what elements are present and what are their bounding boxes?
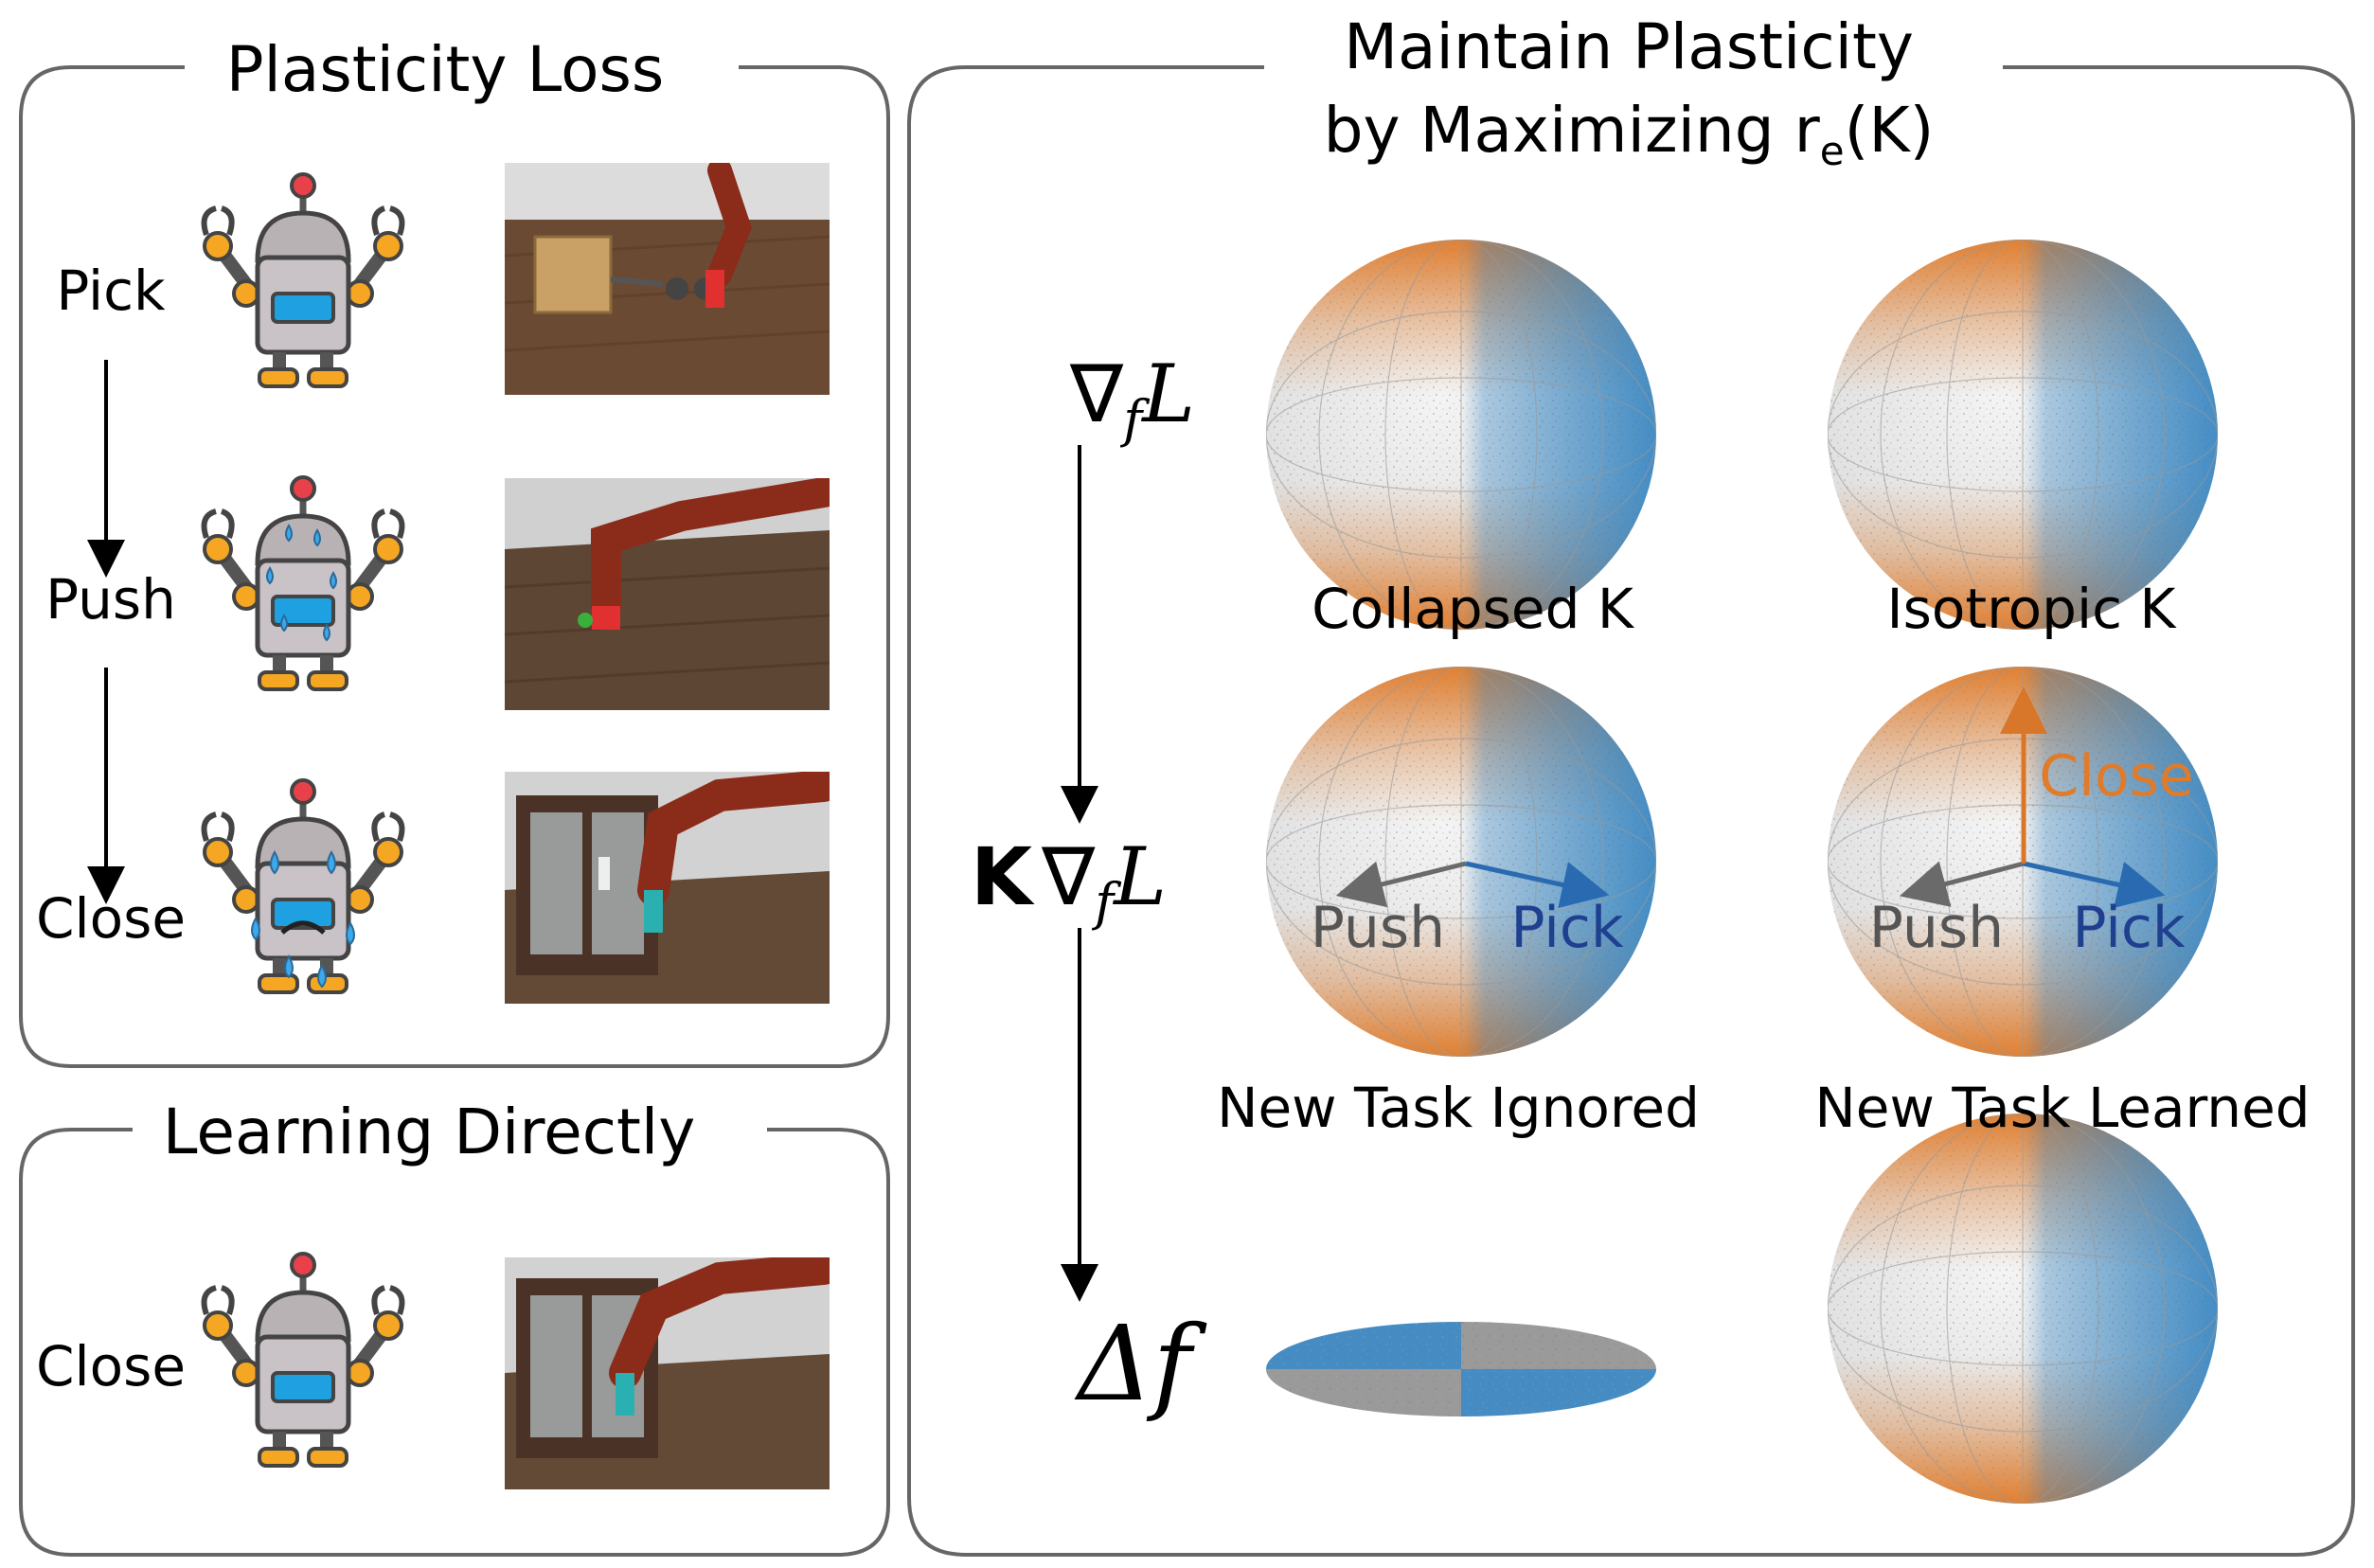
caption-isotropic: Isotropic K [1887, 577, 2178, 641]
sphere-collapsed [1266, 240, 1656, 630]
robot-happy-icon [205, 174, 402, 386]
caption-task-learned: New Task Learned [1814, 1076, 2310, 1140]
panel-title: Plasticity Loss [226, 33, 664, 106]
delta-f-label: Δf [1074, 1303, 1206, 1424]
robot-arm-scene-icon [505, 772, 830, 1004]
sphere-result [1828, 1114, 2218, 1504]
pick-direction-label: Pick [2072, 895, 2186, 961]
kernel-gradient-label: K∇fL [971, 830, 1167, 932]
robot-arm-scene-icon [505, 478, 830, 710]
panel-subtitle: by Maximizing re(K) [1324, 94, 1935, 174]
close-direction-label: Close [2039, 743, 2193, 810]
plasticity-loss-panel: Plasticity Loss Pick Push Close [19, 33, 890, 1068]
robot-arm-scene-icon [505, 163, 830, 395]
task-label-close: Close [36, 886, 186, 951]
robot-happy-icon [205, 1254, 402, 1466]
sphere-isotropic [1828, 240, 2218, 630]
task-label-pick: Pick [56, 258, 166, 323]
caption-task-ignored: New Task Ignored [1217, 1076, 1700, 1140]
caption-collapsed: Collapsed K [1312, 577, 1635, 641]
task-label-close: Close [36, 1334, 186, 1399]
robot-arm-scene-icon [505, 1257, 830, 1489]
collapsed-ellipse [1266, 1322, 1656, 1417]
panel-title: Learning Directly [163, 1096, 696, 1168]
panel-title: Maintain Plasticity [1344, 10, 1914, 83]
pick-direction-label: Pick [1510, 895, 1624, 961]
push-direction-label: Push [1311, 895, 1445, 961]
maintain-plasticity-panel: Maintain Plasticity by Maximizing re(K) … [907, 10, 2355, 1557]
gradient-label: ∇fL [1069, 347, 1195, 449]
task-label-push: Push [45, 567, 176, 632]
sphere-task-ignored: Push Pick [1266, 667, 1656, 1057]
robot-sweating-icon [205, 477, 402, 689]
sphere-task-learned: Push Pick Close [1828, 667, 2218, 1057]
robot-crying-icon [205, 780, 402, 992]
push-direction-label: Push [1869, 895, 2004, 961]
learning-directly-panel: Learning Directly Close [19, 1096, 890, 1557]
